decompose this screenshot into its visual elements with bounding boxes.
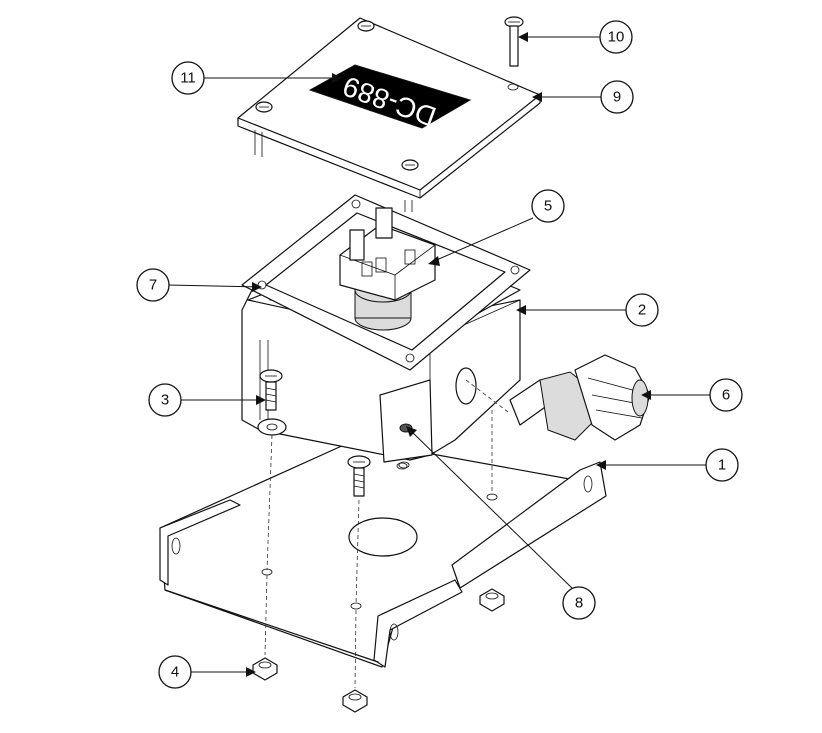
cable-gland bbox=[509, 354, 651, 441]
nut bbox=[252, 588, 505, 713]
callout-8: 8 bbox=[562, 586, 596, 620]
callout-label: 11 bbox=[180, 70, 196, 87]
callout-label: 6 bbox=[722, 387, 730, 404]
callout-11: 11 bbox=[171, 61, 205, 95]
callout-label: 5 bbox=[544, 198, 552, 215]
connector-block bbox=[339, 207, 436, 331]
callout-5: 5 bbox=[531, 189, 565, 223]
callout-label: 9 bbox=[613, 89, 621, 106]
callout-label: 1 bbox=[718, 457, 726, 474]
callout-2: 2 bbox=[625, 293, 659, 327]
callout-7: 7 bbox=[136, 268, 170, 302]
callout-label: 8 bbox=[575, 595, 583, 612]
callout-9: 9 bbox=[600, 80, 634, 114]
callout-label: 10 bbox=[608, 29, 625, 46]
bracket bbox=[159, 439, 607, 668]
callout-3: 3 bbox=[148, 383, 182, 417]
box-mount-screw bbox=[257, 369, 287, 436]
callout-label: 2 bbox=[638, 302, 646, 319]
callout-4: 4 bbox=[158, 655, 192, 689]
center-screw bbox=[347, 455, 371, 497]
callout-1: 1 bbox=[705, 448, 739, 482]
callout-label: 4 bbox=[171, 664, 179, 681]
callout-6: 6 bbox=[709, 378, 743, 412]
assembly-lines bbox=[264, 379, 509, 689]
callout-label: 3 bbox=[161, 392, 169, 409]
callout-10: 10 bbox=[599, 20, 633, 54]
cover-screw bbox=[504, 16, 524, 67]
leader-lines bbox=[167, 32, 712, 677]
callout-label: 7 bbox=[149, 277, 157, 294]
